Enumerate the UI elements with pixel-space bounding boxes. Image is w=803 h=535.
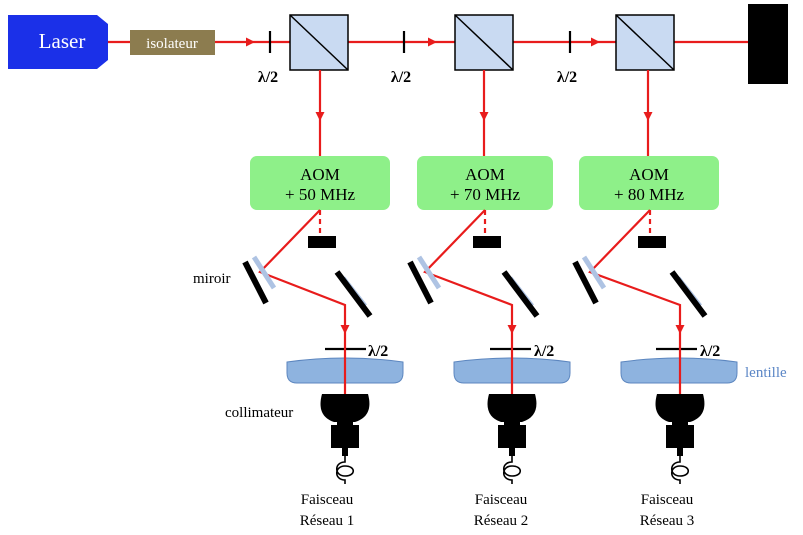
output-label: Réseau 3 — [640, 513, 695, 529]
diffracted-beam — [588, 209, 682, 342]
zero-order-block — [638, 236, 666, 248]
aom-box — [250, 156, 390, 210]
branch-3: AOM + 80 MHz λ/2 Faisceau Réseau 3 — [572, 14, 738, 529]
output-label: Faisceau — [301, 492, 354, 508]
diffracted-beam — [423, 209, 514, 342]
mirror — [334, 270, 373, 318]
half-wave-label: λ/2 — [391, 69, 411, 86]
mirror-coating — [581, 255, 607, 290]
half-wave-label: λ/2 — [258, 69, 278, 86]
zero-order-block — [308, 236, 336, 248]
aom-label: AOM — [629, 165, 669, 184]
collimator — [487, 394, 537, 422]
aom-box — [417, 156, 553, 210]
output-label: Réseau 1 — [300, 513, 355, 529]
beam-dump — [748, 4, 788, 84]
isolator: isolateur — [130, 30, 215, 55]
mirror — [501, 270, 540, 318]
main-beam-arrow-1 — [246, 37, 255, 47]
aom-box — [579, 156, 719, 210]
laser-label: Laser — [39, 29, 86, 53]
output-label: Faisceau — [641, 492, 694, 508]
branch-2: AOM + 70 MHz λ/2 Faisceau Réseau 2 — [407, 14, 571, 529]
half-wave-label: λ/2 — [557, 69, 577, 86]
mirror — [242, 260, 269, 305]
aom-label: AOM — [300, 165, 340, 184]
mirror-coating — [416, 255, 442, 290]
output-label: Faisceau — [475, 492, 528, 508]
mirror — [572, 260, 599, 305]
fiber-coil — [502, 455, 522, 484]
zero-order-block — [473, 236, 501, 248]
isolator-label: isolateur — [146, 36, 198, 52]
aom-frequency: + 50 MHz — [285, 185, 355, 204]
fiber-coil — [670, 455, 690, 484]
aom-frequency: + 80 MHz — [614, 185, 684, 204]
branch-1: AOM + 50 MHz λ/2 Faisceau Réseau 1 — [242, 14, 404, 529]
mirror-coating — [251, 255, 277, 290]
mirror — [407, 260, 434, 305]
half-wave-label: λ/2 — [368, 343, 388, 360]
fiber-coil — [335, 455, 355, 484]
output-label: Réseau 2 — [474, 513, 529, 529]
diffracted-beam — [258, 209, 347, 342]
main-beam-arrow-3 — [591, 37, 600, 47]
mirror — [669, 270, 708, 318]
mirror-label: miroir — [193, 271, 231, 287]
main-beam-arrow-2 — [428, 37, 437, 47]
laser-source: Laser — [8, 15, 108, 69]
half-wave-label: λ/2 — [700, 343, 720, 360]
collimator — [655, 394, 705, 422]
collimator — [320, 394, 370, 422]
aom-frequency: + 70 MHz — [450, 185, 520, 204]
lens-label: lentille — [745, 365, 787, 381]
half-wave-label: λ/2 — [534, 343, 554, 360]
collimator-label: collimateur — [225, 405, 293, 421]
aom-label: AOM — [465, 165, 505, 184]
